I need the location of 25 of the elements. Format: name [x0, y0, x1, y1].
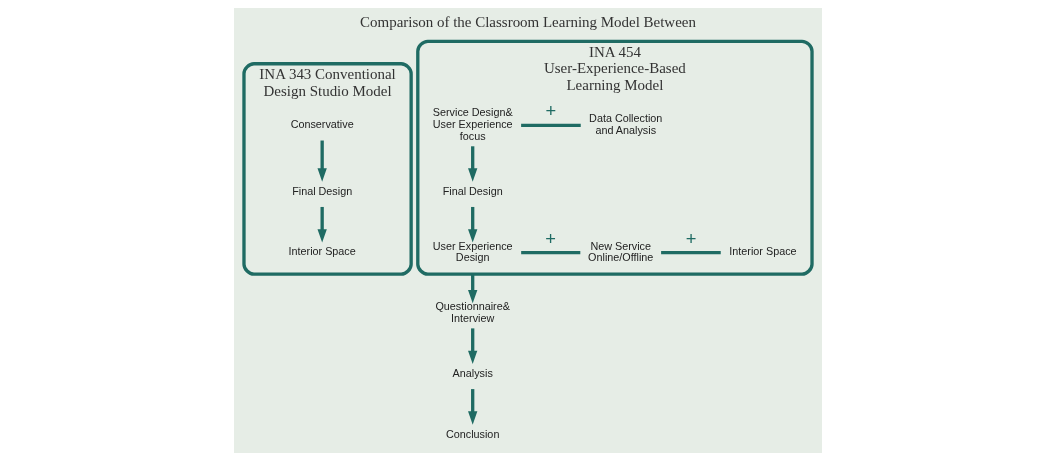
node-text: Conservative: [290, 118, 354, 131]
node-text: Service Design& User Experience focus: [432, 106, 513, 142]
edge-label: +: [545, 100, 557, 122]
diagram-title: Comparison of the Classroom Learning Model Between: [360, 13, 696, 30]
arrow: [468, 328, 478, 364]
node-text: Data Collection and Analysis: [589, 112, 663, 136]
arrow: [468, 206, 478, 243]
connector: [521, 250, 581, 255]
edge-label: +: [685, 227, 697, 249]
edge-label: +: [545, 227, 557, 249]
node-text: New Service Online/Offline: [588, 239, 654, 264]
node-text: Interior Space: [729, 245, 797, 258]
arrow: [317, 140, 327, 182]
connector: [521, 123, 581, 127]
node-text: Final Design: [442, 184, 503, 197]
node-text: User Experience Design: [432, 239, 513, 264]
arrow: [317, 206, 327, 243]
node-text: Final Design: [292, 184, 353, 197]
node-text: Conclusion: [445, 427, 500, 440]
arrow: [468, 146, 478, 182]
node-text: Interior Space: [288, 245, 356, 258]
node-text: Questionnaire& Interview: [435, 300, 510, 324]
arrow: [468, 389, 478, 425]
node-text: Analysis: [452, 366, 493, 379]
connector: [661, 250, 721, 255]
